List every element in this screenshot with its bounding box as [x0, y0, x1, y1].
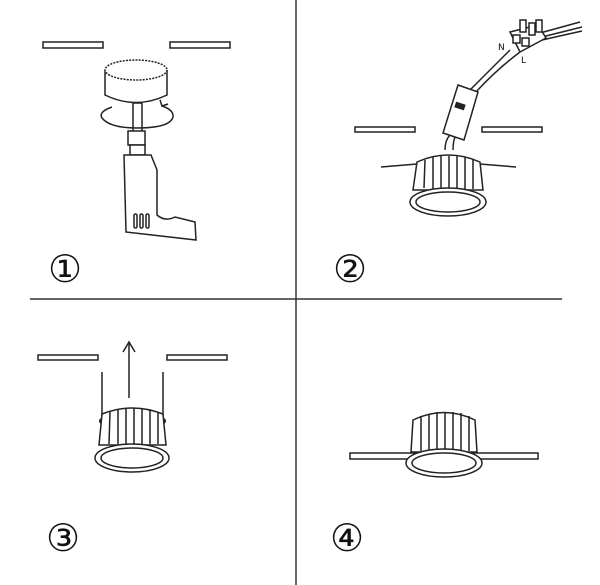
- panel-step-2: N L ②: [333, 19, 583, 291]
- ceiling-right: [169, 41, 231, 49]
- panel-step-3: ③: [37, 340, 228, 560]
- panel-step-4: ④: [330, 411, 539, 560]
- ceiling-right: [166, 354, 228, 361]
- downlight: [405, 411, 483, 478]
- panel-step-1: ①: [42, 41, 231, 291]
- hole-saw: [104, 59, 168, 134]
- rotation-arrow-icon: [100, 99, 174, 129]
- step-number: ③: [46, 516, 80, 560]
- ceiling-left: [42, 41, 104, 49]
- ceiling-right: [481, 126, 543, 133]
- neutral-label: N: [498, 43, 505, 53]
- step-number: ①: [48, 247, 82, 291]
- ceiling-left: [354, 126, 416, 133]
- live-label: L: [521, 56, 526, 66]
- step-number: ②: [333, 247, 367, 291]
- driver-box: [442, 84, 479, 141]
- ceiling-left: [37, 354, 99, 361]
- step-number: ④: [330, 516, 364, 560]
- drill: [123, 130, 197, 241]
- up-arrow-icon: [122, 340, 136, 398]
- terminal-block: [508, 19, 548, 54]
- downlight: [94, 372, 170, 473]
- downlight: [380, 154, 517, 217]
- wires: [444, 21, 583, 151]
